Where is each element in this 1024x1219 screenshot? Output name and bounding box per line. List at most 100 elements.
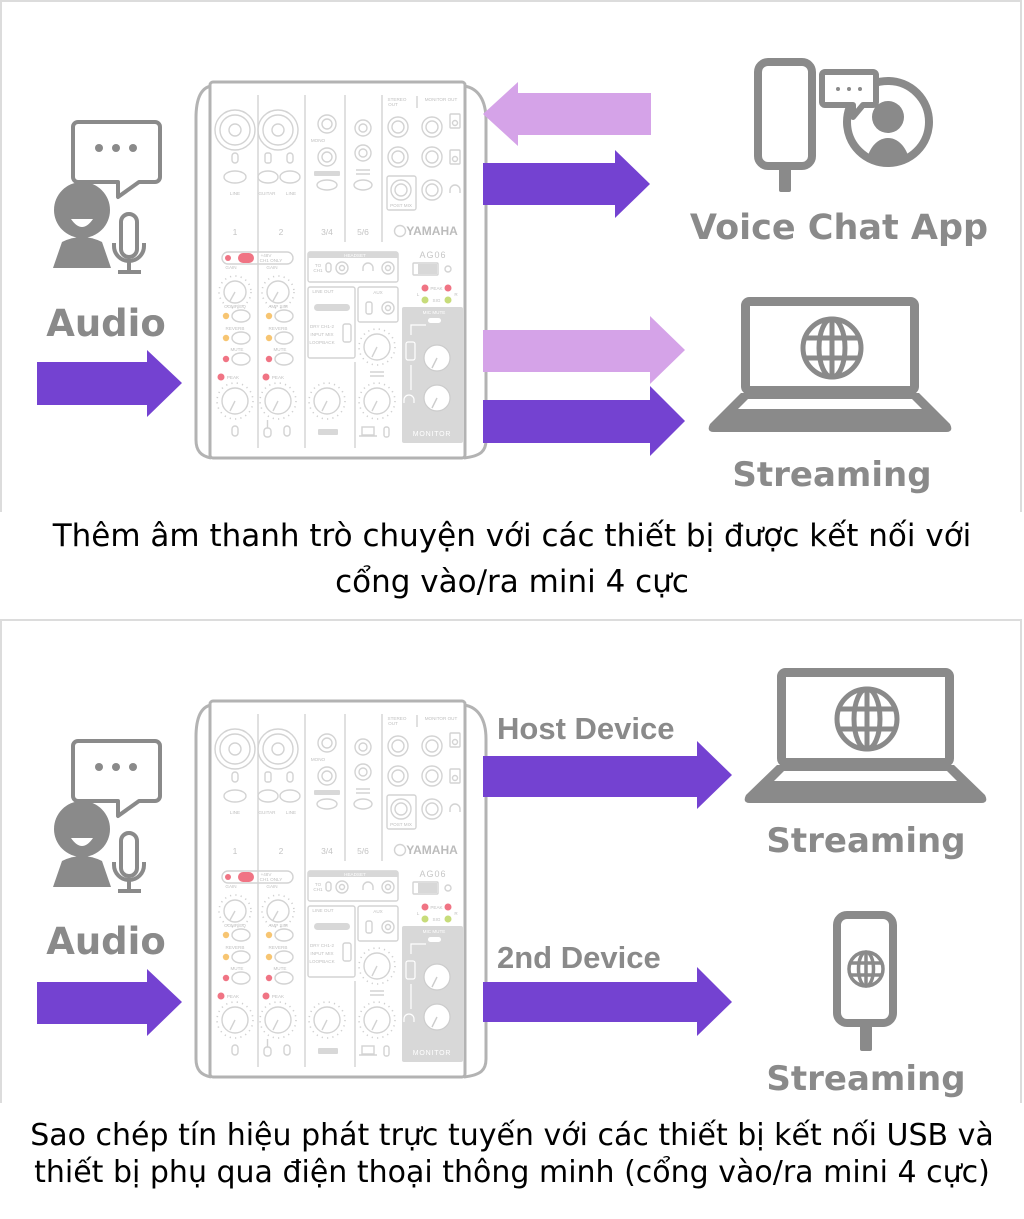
diagram-dual-streaming: LINE GUITAR LINE MONO STEREO OUT	[0, 619, 1022, 1103]
label-post-mix: POST MIX	[390, 822, 412, 827]
caption-voice-chat: Thêm âm thanh trò chuyện với các thiết b…	[0, 513, 1024, 605]
label-line-ch1: LINE	[230, 810, 240, 815]
streaming-label: Streaming	[732, 455, 932, 495]
effect-buttons	[222, 928, 294, 985]
label-line-out: LINE OUT	[312, 289, 333, 294]
label-ch1: CH1	[313, 887, 323, 892]
mixer-brand: YAMAHA	[406, 843, 458, 857]
label-reverb-ch2: REVERB	[269, 945, 288, 950]
label-ch1-only: CH1 ONLY	[260, 258, 283, 263]
yamaha-logo-icon	[393, 843, 407, 857]
person-icon	[53, 801, 111, 887]
label-sig: SIG	[433, 917, 441, 922]
host-device-arrow	[483, 741, 732, 809]
input-switch-ch1	[223, 170, 247, 184]
yamaha-ag06-mixer: LINE GUITAR LINE MONO STEREO OUT	[194, 80, 488, 460]
level-knobs	[216, 328, 396, 420]
microphone-icon	[112, 212, 146, 274]
microphone-icon	[112, 831, 146, 893]
label-peak-meter: PEAK	[430, 286, 443, 291]
host-streaming-label: Streaming	[766, 821, 966, 861]
effect-buttons	[222, 309, 294, 366]
laptop-icon	[744, 668, 987, 803]
speech-bubble-icon	[71, 120, 162, 199]
label-gain-ch1: GAIN	[225, 884, 236, 889]
input-switch-ch2-guitar	[257, 789, 279, 803]
yamaha-logo-icon	[393, 224, 407, 238]
rca-jacks-ch56	[353, 119, 373, 191]
label-input-mix: INPUT MIX	[310, 332, 333, 337]
mixer-brand: YAMAHA	[406, 224, 458, 238]
channel-number-56: 5/6	[357, 227, 369, 237]
label-dry-ch12: DRY CH1-2	[310, 324, 335, 329]
streaming-chat-arrow	[483, 316, 685, 384]
channel-number-1: 1	[233, 227, 238, 237]
channel-dividers	[257, 714, 418, 1067]
label-line-ch2: LINE	[286, 810, 296, 815]
line-out-box	[307, 905, 356, 978]
headset-jacks	[325, 880, 395, 894]
globe-icon	[834, 686, 900, 752]
audio-label: Audio	[46, 302, 166, 345]
input-switch-ch2-line	[279, 789, 301, 803]
jacks-ch34	[314, 733, 340, 810]
gain-knobs	[218, 275, 295, 309]
loopback-switch	[342, 942, 352, 962]
label-loopback: LOOPBACK	[309, 340, 335, 345]
channel-number-2: 2	[279, 227, 284, 237]
label-mute-ch2: MUTE	[273, 347, 286, 352]
voice-chat-return-arrow	[483, 82, 651, 146]
label-comp-eq: COMP/EQ	[224, 304, 246, 309]
source-icons	[231, 371, 390, 438]
label-peak-ch1: PEAK	[227, 994, 240, 999]
label-peak-ch2: PEAK	[272, 994, 285, 999]
input-switch-ch2-line	[279, 170, 301, 184]
label-mute-ch2: MUTE	[273, 966, 286, 971]
rca-jacks-ch56	[353, 738, 373, 810]
label-l: L	[417, 911, 420, 916]
aux-box	[357, 905, 399, 942]
label-guitar: GUITAR	[258, 810, 276, 815]
label-monitor: MONITOR	[413, 1050, 452, 1057]
label-48v: +48V	[261, 872, 273, 877]
diagram-voice-chat-art: LINE GUITAR LINE MONO STEREO OUT	[37, 58, 952, 460]
label-gain-ch2: GAIN	[266, 884, 277, 889]
label-out: OUT	[388, 102, 398, 107]
label-reverb-ch1: REVERB	[226, 945, 245, 950]
voice-chat-app-label: Voice Chat App	[689, 208, 989, 248]
gain-knobs	[218, 894, 295, 928]
level-knobs	[216, 947, 396, 1039]
mixer-right-cap	[463, 84, 488, 460]
label-gain-ch1: GAIN	[225, 265, 236, 270]
caption-line: cổng vào/ra mini 4 cực	[335, 564, 689, 600]
caption-line: Thêm âm thanh trò chuyện với các thiết b…	[52, 518, 972, 554]
laptop-icon	[708, 297, 952, 432]
label-out: OUT	[388, 721, 398, 726]
label-reverb-ch2: REVERB	[269, 326, 288, 331]
line-out-box	[307, 286, 356, 359]
phantom-power-switch	[221, 870, 294, 884]
label-mute-ch1: MUTE	[230, 966, 243, 971]
aux-box	[357, 286, 399, 323]
speech-bubble-icon	[71, 739, 162, 818]
jacks-ch34	[314, 114, 340, 191]
label-mono: MONO	[311, 757, 326, 762]
label-stereo: STEREO	[388, 97, 407, 102]
source-icons	[231, 990, 390, 1057]
channel-number-2: 2	[279, 846, 284, 856]
speaking-person-icon	[53, 120, 162, 274]
diagram-voice-chat: LINE GUITAR LINE MONO STEREO OUT	[0, 0, 1022, 512]
label-l: L	[417, 292, 420, 297]
label-aux: AUX	[373, 909, 382, 914]
mic-switch-icons	[231, 152, 294, 164]
smartphone-icon	[833, 911, 897, 1051]
label-post-mix: POST MIX	[390, 203, 412, 208]
globe-icon	[847, 950, 885, 988]
label-input-mix: INPUT MIX	[310, 951, 333, 956]
combo-jack-ch2	[257, 728, 299, 770]
label-gain-ch2: GAIN	[266, 265, 277, 270]
label-mic-mute: MIC MUTE	[423, 310, 446, 315]
label-amp-sim: AMP SIM	[268, 304, 287, 309]
channel-number-34: 3/4	[321, 227, 333, 237]
label-aux: AUX	[373, 290, 382, 295]
